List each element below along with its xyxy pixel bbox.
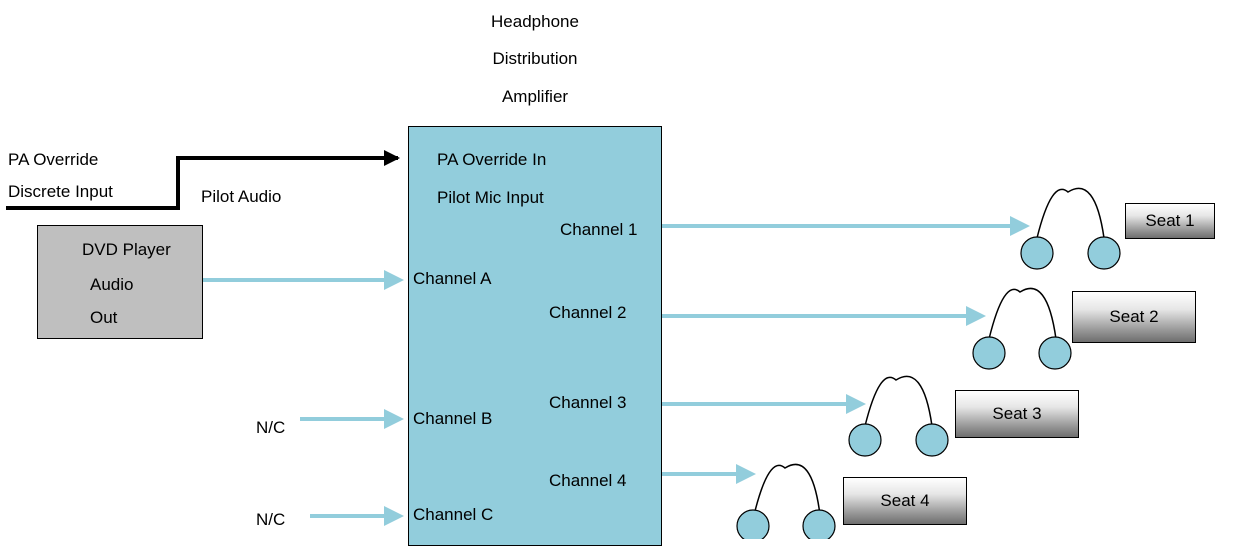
not-connected-label-c: N/C [256, 510, 286, 529]
channel-c-label: Channel C [413, 505, 494, 524]
pilot-audio-label: Pilot Audio [201, 187, 282, 206]
channel-b-label: Channel B [413, 409, 493, 428]
dvd-player-label-line-1: DVD Player [82, 240, 171, 259]
headphone-distribution-amplifier [408, 126, 662, 546]
channel-3-label: Channel 3 [549, 393, 627, 412]
seat-4-box: Seat 4 [843, 477, 967, 525]
pa-override-in-label: PA Override In [437, 150, 547, 169]
pa-override-line [6, 150, 400, 210]
channel-4-label: Channel 4 [549, 471, 627, 490]
amplifier-title-line-2: Distribution [492, 49, 578, 68]
dvd-player-label-line-3: Out [90, 308, 118, 327]
not-connected-label-b: N/C [256, 418, 286, 437]
channel-2-label: Channel 2 [549, 303, 627, 322]
headphone-icon [848, 375, 949, 457]
seat-3-box: Seat 3 [955, 390, 1079, 438]
dvd-player-label-line-2: Audio [90, 275, 134, 294]
pa-override-label-line-1: PA Override [8, 150, 99, 169]
headphone-icon [736, 463, 836, 539]
seat-1-box: Seat 1 [1125, 203, 1215, 239]
channel-1-label: Channel 1 [560, 220, 638, 239]
dvd-player-box [37, 225, 203, 339]
channel-a-label: Channel A [413, 269, 492, 288]
headphone-icon [972, 287, 1072, 370]
amplifier-title-line-1: Headphone [491, 12, 579, 31]
pilot-mic-input-label: Pilot Mic Input [437, 188, 544, 207]
amplifier-title-line-3: Amplifier [501, 87, 569, 106]
pa-override-label-line-2: Discrete Input [8, 182, 113, 201]
seat-2-box: Seat 2 [1072, 291, 1196, 343]
headphone-icon [1020, 187, 1121, 270]
